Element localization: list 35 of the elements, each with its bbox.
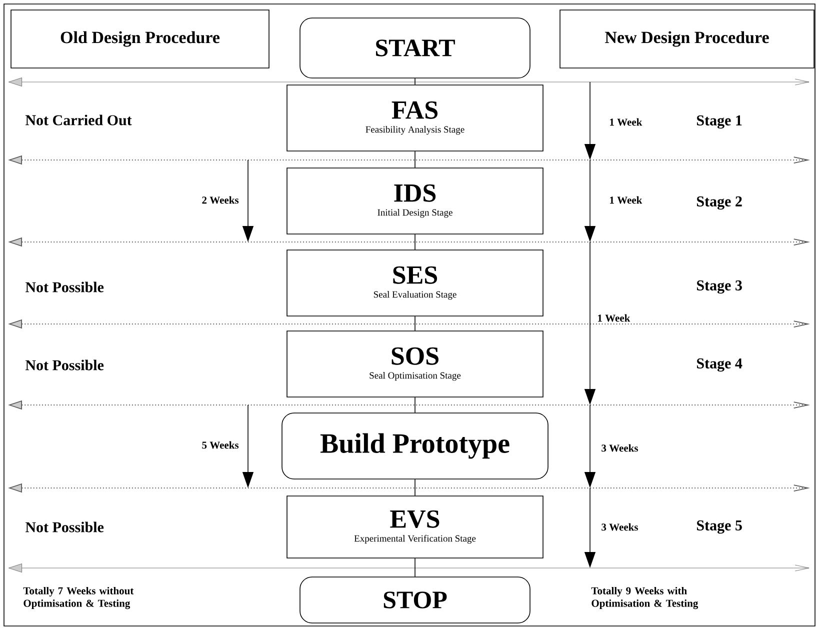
row-note: Not Carried Out bbox=[25, 114, 132, 126]
process-box: EVS Experimental Verification Stage bbox=[286, 496, 544, 558]
connector bbox=[414, 479, 416, 496]
stage-label: Stage 4 bbox=[697, 358, 742, 372]
stage-label: Stage 2 bbox=[697, 196, 742, 210]
duration-label: 3 Weeks bbox=[602, 523, 638, 531]
duration-label: 1 Week bbox=[598, 314, 630, 322]
duration-label: 5 Weeks bbox=[202, 441, 239, 449]
summary-note: Totally 9 Weeks with Optimisation & Testing bbox=[591, 586, 698, 610]
connector bbox=[414, 558, 416, 577]
row-note: Not Possible bbox=[25, 282, 104, 292]
terminal-box: STOP bbox=[300, 576, 530, 624]
connector bbox=[414, 234, 416, 250]
process-box: FAS Feasibility Analysis Stage bbox=[286, 84, 544, 152]
stage-label: Stage 5 bbox=[697, 520, 742, 534]
heading-box: Old Design Procedure bbox=[10, 10, 270, 68]
connector bbox=[414, 151, 416, 168]
process-box: IDS Initial Design Stage bbox=[286, 168, 544, 234]
connector bbox=[414, 316, 416, 331]
duration-label: 3 Weeks bbox=[602, 444, 638, 452]
row-note: Not Possible bbox=[25, 522, 104, 532]
duration-label: 1 Week bbox=[610, 196, 642, 204]
process-box: SOS Seal Optimisation Stage bbox=[286, 330, 544, 398]
process-box: SES Seal Evaluation Stage bbox=[286, 250, 544, 316]
duration-label: 2 Weeks bbox=[202, 196, 239, 204]
terminal-box: Build Prototype bbox=[282, 412, 548, 480]
terminal-box: START bbox=[300, 18, 530, 78]
heading-box: New Design Procedure bbox=[560, 10, 814, 68]
stage-label: Stage 3 bbox=[697, 280, 742, 294]
summary-note: Totally 7 Weeks without Optimisation & Testing bbox=[23, 586, 134, 610]
row-note: Not Possible bbox=[25, 360, 104, 370]
connector bbox=[414, 397, 416, 413]
stage-label: Stage 1 bbox=[697, 115, 742, 129]
connector bbox=[414, 78, 416, 85]
duration-label: 1 Week bbox=[610, 118, 642, 126]
